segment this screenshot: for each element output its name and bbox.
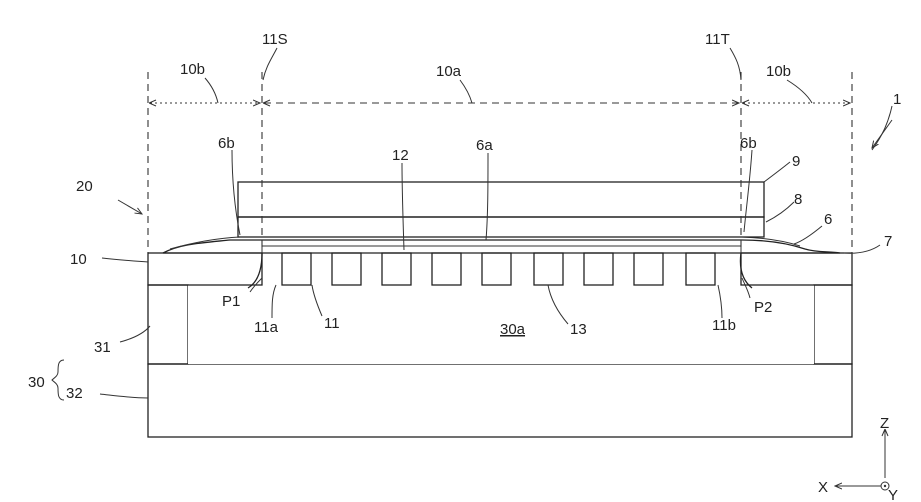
label-10b-left: 10b (180, 61, 205, 78)
layer-7-edge (170, 237, 800, 249)
label-1: 1 (893, 91, 901, 108)
axis-indicator (835, 430, 889, 490)
tooth (482, 253, 511, 285)
axis-label-x: X (818, 479, 828, 496)
label-11T: 11T (705, 31, 730, 48)
support-wall-left (148, 285, 188, 364)
tooth (584, 253, 613, 285)
label-6: 6 (824, 211, 832, 228)
label-10: 10 (70, 251, 87, 268)
label-11b: 11b (712, 317, 736, 334)
label-13: 13 (570, 321, 587, 338)
label-9: 9 (792, 153, 800, 170)
electrode-p1 (248, 253, 262, 288)
tooth (686, 253, 715, 285)
label-6b-left: 6b (218, 135, 235, 152)
axis-label-y: Y (888, 487, 898, 502)
brace-30 (52, 360, 64, 400)
layer-10-right (741, 253, 852, 285)
tooth (534, 253, 563, 285)
label-32: 32 (66, 385, 83, 402)
label-10a: 10a (436, 63, 462, 80)
arrow-1 (872, 120, 892, 148)
layer-8 (238, 217, 764, 237)
layer-9 (238, 182, 764, 217)
tooth (382, 253, 411, 285)
label-11: 11 (324, 315, 340, 332)
teeth-13 (282, 253, 715, 285)
arrow-20 (118, 200, 142, 214)
support-wall-right (814, 285, 852, 364)
label-P2: P2 (754, 299, 772, 316)
layer-10-left (148, 253, 262, 285)
layer-12 (262, 246, 741, 253)
label-20: 20 (76, 178, 93, 195)
label-8: 8 (794, 191, 802, 208)
label-30a: 30a (500, 321, 526, 338)
label-11S: 11S (262, 31, 288, 48)
tooth (332, 253, 361, 285)
label-30: 30 (28, 374, 45, 391)
label-6a: 6a (476, 137, 493, 154)
label-P1: P1 (222, 293, 240, 310)
label-31: 31 (94, 339, 111, 356)
label-11a: 11a (254, 319, 279, 336)
base-layer-32 (148, 364, 852, 437)
label-12: 12 (392, 147, 409, 164)
label-7: 7 (884, 233, 892, 250)
tooth (432, 253, 461, 285)
tooth (282, 253, 311, 285)
electrode-p2 (740, 253, 752, 288)
tooth (634, 253, 663, 285)
label-10b-right: 10b (766, 63, 791, 80)
label-6b-right: 6b (740, 135, 757, 152)
axis-label-z: Z (880, 415, 889, 432)
